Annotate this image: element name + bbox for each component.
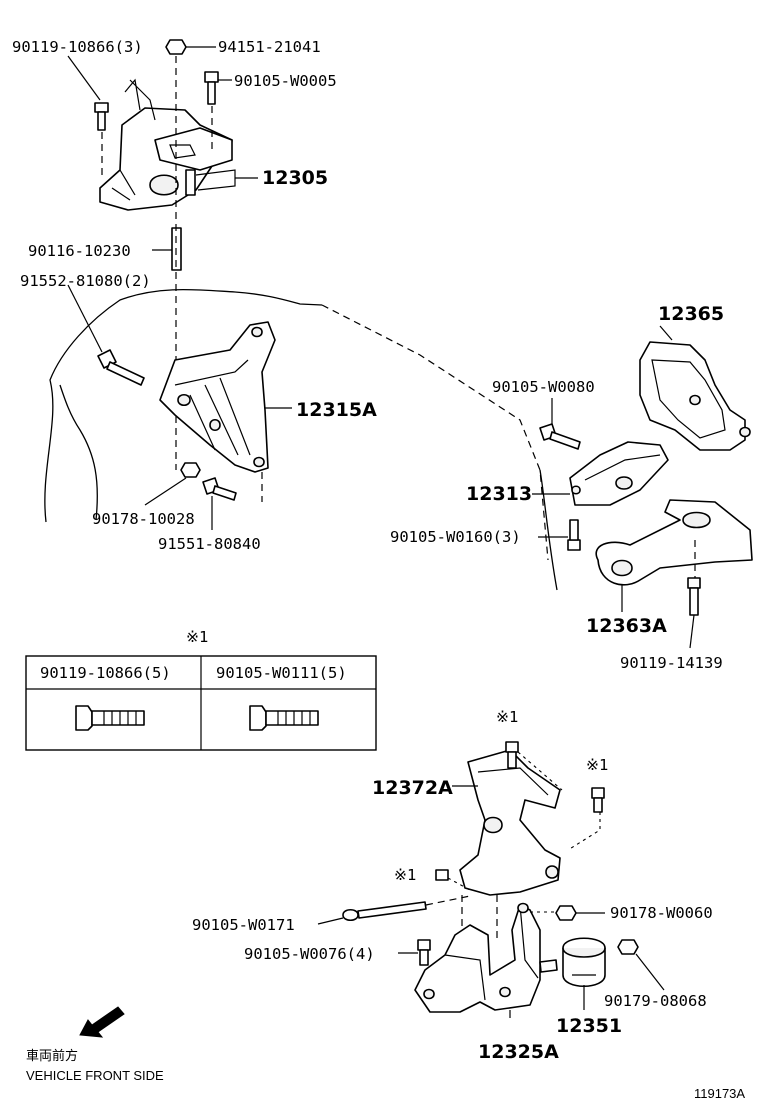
- bolt-icon: [435, 869, 449, 881]
- note-table: [25, 655, 377, 751]
- label-90179-08068: 90179-08068: [604, 992, 707, 1010]
- label-12372a: 12372A: [372, 777, 453, 799]
- bolt-icon: [97, 349, 145, 386]
- note-mark-bracket-left: ※1: [394, 866, 416, 884]
- engine-outline: [44, 288, 323, 523]
- label-12351: 12351: [556, 1015, 622, 1037]
- note-mark-table: ※1: [186, 628, 208, 646]
- label-12365: 12365: [658, 303, 724, 325]
- engine-outline-lower: [59, 384, 98, 521]
- label-12315a: 12315A: [296, 399, 377, 421]
- label-90105-w0160-3: 90105-W0160(3): [390, 528, 521, 546]
- vehicle-front-arrow-icon: [79, 1006, 125, 1038]
- label-90105-w0171: 90105-W0171: [192, 916, 295, 934]
- nut-icon: [180, 462, 201, 478]
- bolt-icon: [591, 787, 605, 813]
- nut-icon: [165, 39, 187, 55]
- figure-id: 119173A: [694, 1086, 745, 1101]
- bolt-icon: [417, 939, 431, 966]
- label-90105-w0076-4: 90105-W0076(4): [244, 945, 375, 963]
- note-mark-bracket-top: ※1: [496, 708, 518, 726]
- bolt-icon: [539, 423, 581, 450]
- bolt-icon: [687, 577, 701, 616]
- label-90178-10028: 90178-10028: [92, 510, 195, 528]
- vehicle-front-label-jp: 車両前方: [26, 1048, 78, 1063]
- label-90119-10866-3: 90119-10866(3): [12, 38, 143, 56]
- body-dash-line: [321, 304, 549, 561]
- label-12325a: 12325A: [478, 1041, 559, 1063]
- nut-icon: [617, 939, 639, 955]
- bolt-icon: [204, 71, 219, 105]
- label-90119-14139: 90119-14139: [620, 654, 723, 672]
- label-12313: 12313: [466, 483, 532, 505]
- bracket-12372a: [459, 749, 561, 896]
- note-mark-bracket-right: ※1: [586, 756, 608, 774]
- table-bolt-1: [75, 705, 145, 731]
- bolt-icon: [202, 477, 237, 501]
- label-12305: 12305: [262, 167, 328, 189]
- label-90178-w0060: 90178-W0060: [610, 904, 713, 922]
- cover-12365: [639, 341, 751, 451]
- bolt-icon: [342, 901, 427, 922]
- align-line: [425, 895, 471, 906]
- bracket-12315a: [159, 321, 276, 473]
- label-94151-21041: 94151-21041: [218, 38, 321, 56]
- label-91551-80840: 91551-80840: [158, 535, 261, 553]
- bolt-icon: [185, 169, 196, 196]
- table-bolt-2: [249, 705, 319, 731]
- label-90105-w0080: 90105-W0080: [492, 378, 595, 396]
- label-90116-10230: 90116-10230: [28, 242, 131, 260]
- table-header-col2: 90105-W0111(5): [216, 664, 347, 682]
- bolt-icon: [505, 741, 519, 769]
- bracket-12313: [569, 441, 669, 506]
- nut-icon: [555, 905, 577, 921]
- stud-icon: [539, 959, 558, 973]
- body-outline-right: [539, 469, 558, 591]
- bolt-icon: [567, 519, 581, 551]
- label-91552-81080-2: 91552-81080(2): [20, 272, 151, 290]
- align-line: [447, 751, 601, 891]
- label-12363a: 12363A: [586, 615, 667, 637]
- leader-lines: [67, 46, 695, 1018]
- bushing-12351: [562, 937, 606, 987]
- vehicle-front-label-en: VEHICLE FRONT SIDE: [26, 1068, 164, 1083]
- bolt-icon: [94, 102, 109, 131]
- torque-rod-12363a: [595, 499, 753, 586]
- engine-mount-12305: [99, 78, 236, 211]
- bracket-12325a: [414, 902, 541, 1013]
- table-header-col1: 90119-10866(5): [40, 664, 171, 682]
- label-90105-w0005: 90105-W0005: [234, 72, 337, 90]
- align-line: [461, 895, 498, 940]
